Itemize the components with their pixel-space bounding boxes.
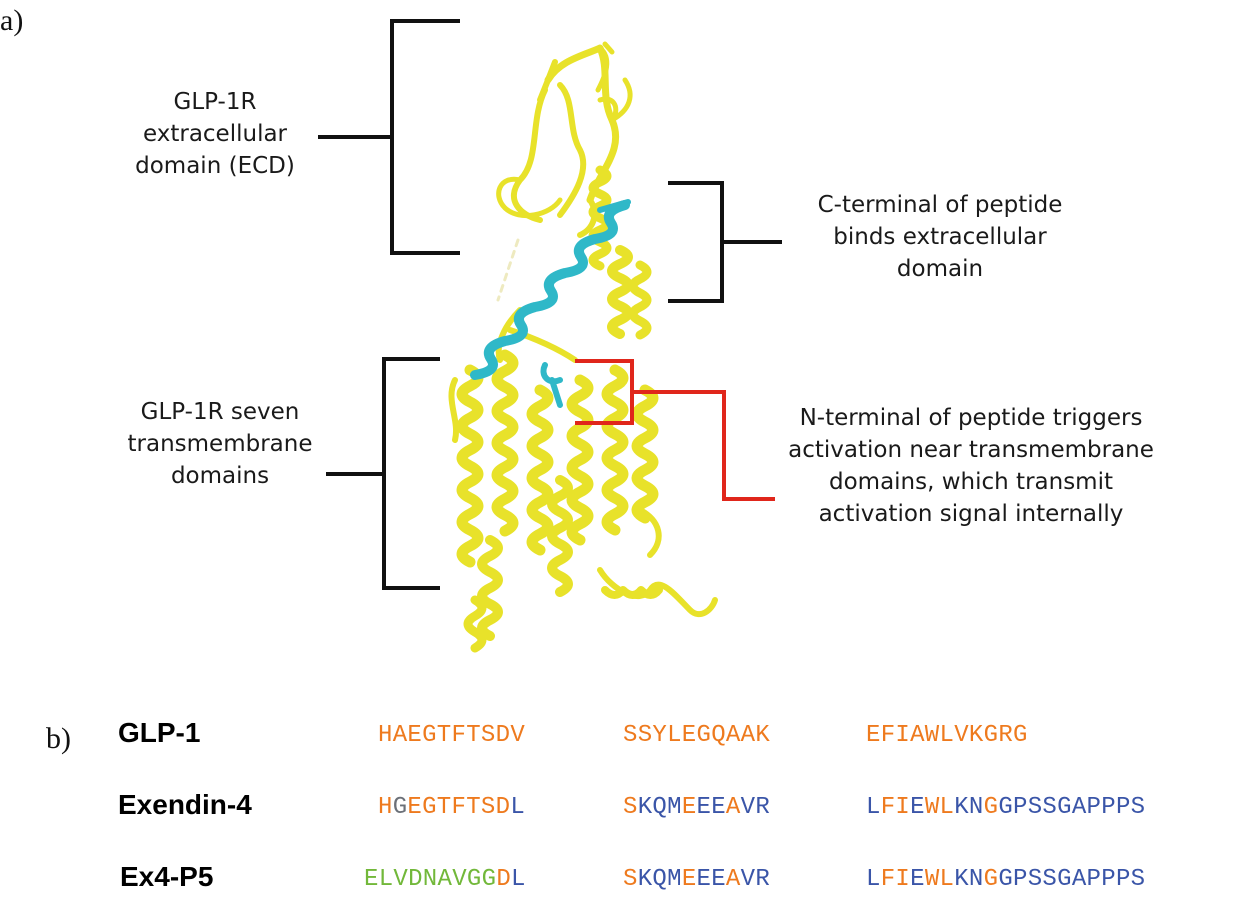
peptide-name-glp1: GLP-1	[118, 717, 201, 748]
sequence-segment: EFIAWLVKGRG	[866, 722, 1028, 749]
sequence-segment: KN	[954, 794, 984, 821]
peptide-helix	[470, 199, 631, 408]
sequence-segment: EE	[696, 794, 726, 821]
sequence-segment: WL	[924, 794, 955, 821]
sequence-segment: E	[681, 866, 697, 893]
sequence-segment: VR	[740, 794, 771, 821]
receptor-structure	[448, 41, 718, 653]
cterm-callout-line: domain	[896, 256, 984, 282]
sequence-segment: D	[496, 866, 512, 893]
sequence-block: HGEGTFTSDL	[378, 794, 525, 821]
sequence-segment: EGTFTSD	[407, 794, 511, 821]
tm7-bracket	[326, 357, 440, 590]
nterm-callout-line: activation signal internally	[818, 501, 1124, 527]
activation-bracket	[575, 359, 775, 501]
sequence-segment: G	[392, 794, 408, 821]
sequence-segment: G	[983, 794, 999, 821]
ecd-callout-line: domain (ECD)	[135, 153, 295, 179]
sequence-segment: E	[910, 866, 925, 893]
peptide-name-ex4p5: Ex4-P5	[120, 861, 214, 892]
sequence-segment: G	[983, 866, 999, 893]
sequence-segment: S	[623, 794, 638, 821]
sequence-segment: L	[511, 866, 526, 893]
peptide-name-exendin4: Exendin-4	[118, 789, 252, 820]
ecd-bracket	[318, 19, 460, 255]
sequence-segment: GPSSGAPPPS	[998, 866, 1146, 893]
sequence-block: EFIAWLVKGRG	[866, 722, 1028, 749]
nterm-callout-line: domains, which transmit	[829, 469, 1113, 495]
sequence-segment: GPSSGAPPPS	[998, 794, 1146, 821]
sequence-block: HAEGTFTSDV	[378, 722, 525, 749]
sequence-segment: EE	[696, 866, 726, 893]
sequence-segment: KQM	[637, 866, 682, 893]
tm7-callout: GLP-1R seven transmembrane domains	[105, 396, 335, 492]
sequence-segment: A	[725, 866, 741, 893]
sequence-segment: SSYLEGQAAK	[623, 722, 771, 749]
sequence-segment: WL	[924, 866, 955, 893]
nterm-callout: N-terminal of peptide triggers activatio…	[756, 402, 1186, 530]
sequence-segment: ELVDNAVGG	[364, 866, 497, 893]
sequence-block: LFIEWLKNGGPSSGAPPPS	[866, 866, 1145, 893]
cterm-callout: C-terminal of peptide binds extracellula…	[780, 189, 1100, 285]
ecd-callout: GLP-1R extracellular domain (ECD)	[110, 86, 320, 182]
sequence-block: LFIEWLKNGGPSSGAPPPS	[866, 794, 1145, 821]
sequence-block: SSYLEGQAAK	[623, 722, 770, 749]
sequence-segment: L	[866, 866, 881, 893]
sequence-segment: S	[623, 866, 638, 893]
ecd-callout-line: GLP-1R	[173, 89, 257, 115]
cterm-callout-line: binds extracellular	[833, 224, 1047, 250]
sequence-segment: E	[910, 794, 925, 821]
sequence-segment: KN	[954, 866, 984, 893]
tm7-callout-line: transmembrane	[127, 431, 313, 457]
sequence-block: SKQMEEEAVR	[623, 794, 770, 821]
panel-b-label: b)	[46, 722, 71, 755]
sequence-segment: FI	[880, 866, 911, 893]
sequence-block: SKQMEEEAVR	[623, 866, 770, 893]
nterm-callout-line: N-terminal of peptide triggers	[799, 405, 1143, 431]
sequence-segment: KQM	[637, 794, 682, 821]
sequence-segment: VR	[740, 866, 771, 893]
sequence-segment: L	[866, 794, 881, 821]
sequence-segment: A	[725, 794, 741, 821]
panel-a-label: a)	[0, 4, 24, 37]
tm7-callout-line: domains	[170, 463, 270, 489]
cterm-bracket	[668, 181, 782, 303]
sequence-segment: FI	[880, 794, 911, 821]
cterm-callout-line: C-terminal of peptide	[817, 192, 1063, 218]
tm7-callout-line: GLP-1R seven	[140, 399, 300, 425]
nterm-callout-line: activation near transmembrane	[788, 437, 1154, 463]
sequence-segment: HAEGTFTSDV	[378, 722, 526, 749]
ecd-callout-line: extracellular	[142, 121, 288, 147]
sequence-segment: E	[681, 794, 697, 821]
sequence-segment: L	[510, 794, 526, 821]
sequence-segment: H	[378, 794, 393, 821]
sequence-block: ELVDNAVGGDL	[364, 866, 526, 893]
